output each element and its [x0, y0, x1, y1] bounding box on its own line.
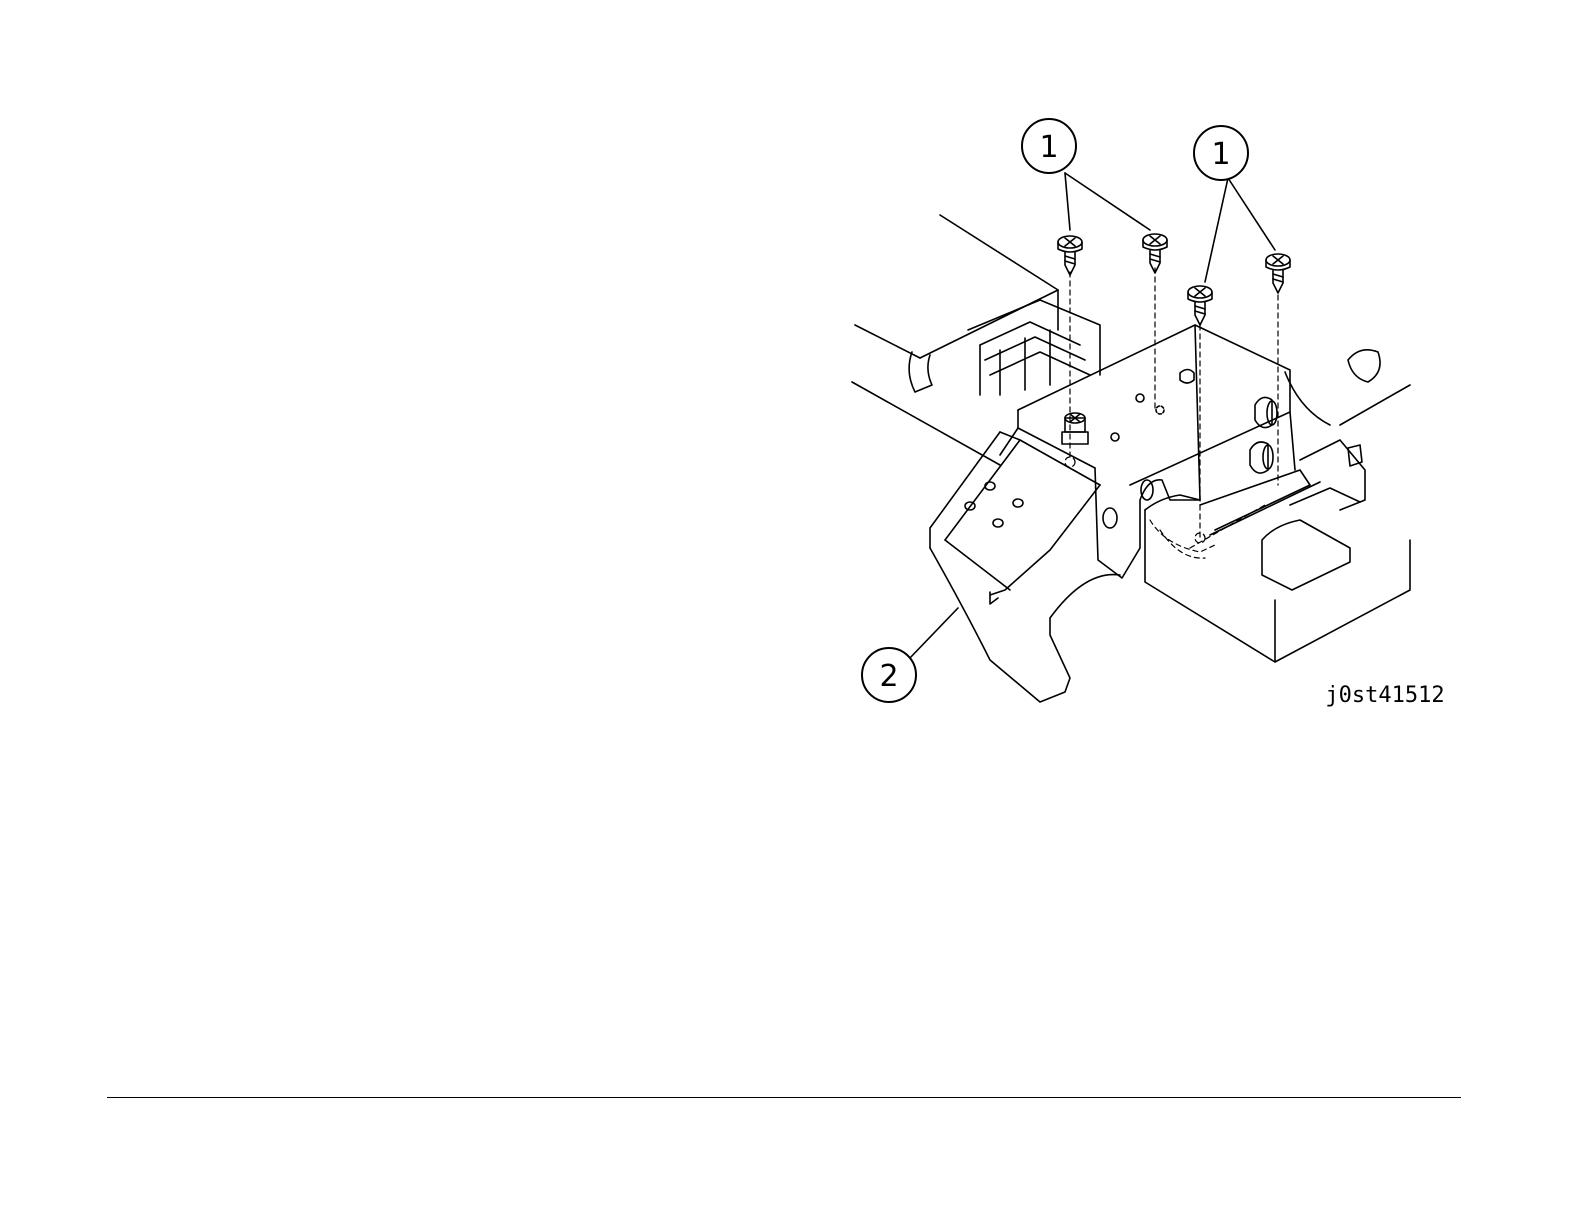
bracket-nut: [1062, 413, 1088, 444]
screw-1: [1058, 236, 1082, 275]
leader-lines: [908, 173, 1275, 660]
figure-id: j0st41512: [1325, 683, 1444, 708]
guide-part-2: [930, 432, 1120, 702]
callout-label: 2: [879, 659, 898, 694]
callout-label: 1: [1039, 130, 1058, 165]
machine-frame: [852, 215, 1410, 465]
callout-1-right: 1: [1194, 126, 1248, 180]
screw-3: [1188, 286, 1212, 325]
callout-2: 2: [862, 648, 916, 702]
rollers: [1250, 397, 1277, 473]
screw-2: [1143, 234, 1167, 273]
bracket-side-flange: [1000, 428, 1200, 578]
screw-4: [1266, 254, 1290, 293]
frame-ribs: [909, 300, 1100, 395]
bracket-top-plate: [1018, 325, 1295, 500]
callout-1-left: 1: [1022, 119, 1076, 173]
callout-label: 1: [1211, 137, 1230, 172]
right-block-housing: [1145, 440, 1410, 662]
footer-rule: [107, 1097, 1461, 1098]
